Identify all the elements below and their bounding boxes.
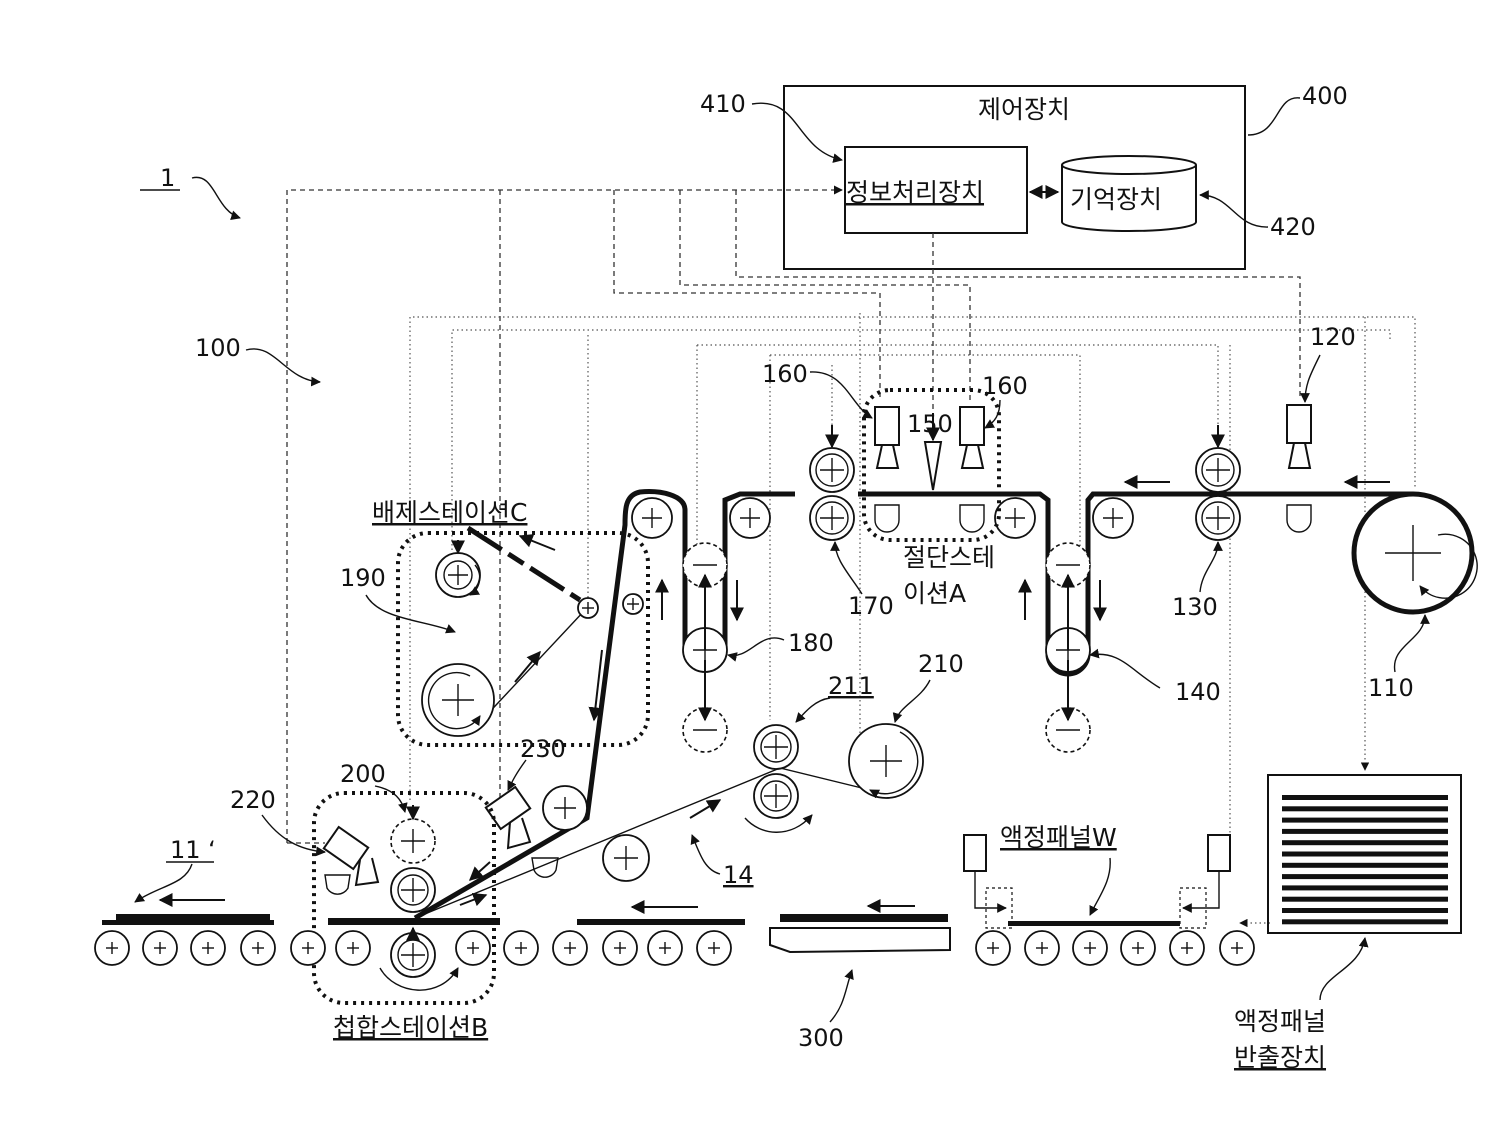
alignment-stage-300 bbox=[770, 906, 950, 952]
label-180: 180 bbox=[788, 629, 834, 657]
leader-300 bbox=[830, 970, 852, 1022]
label-300: 300 bbox=[798, 1024, 844, 1052]
leader-11-prime bbox=[135, 864, 192, 902]
leader-170 bbox=[835, 542, 862, 594]
finished-panel-11 bbox=[116, 914, 270, 921]
stacked-panel bbox=[1282, 806, 1448, 811]
stacked-panel bbox=[1282, 897, 1448, 902]
leader-230 bbox=[508, 760, 526, 790]
label-160-left: 160 bbox=[762, 360, 808, 388]
take-up-roll-210 bbox=[849, 724, 923, 798]
leader-14 bbox=[692, 835, 720, 874]
stacked-panel bbox=[1282, 840, 1448, 845]
camera-160-left-icon bbox=[875, 407, 899, 532]
leader-410 bbox=[752, 103, 842, 160]
lcd-panel-label: 액정패널W bbox=[1000, 823, 1117, 852]
leader-420 bbox=[1200, 195, 1268, 227]
leader-400 bbox=[1248, 98, 1300, 135]
stacked-panel bbox=[1282, 874, 1448, 879]
storage-label: 기억장치 bbox=[1070, 185, 1162, 214]
leader-211 bbox=[796, 698, 830, 722]
panel-on-conveyor bbox=[577, 919, 745, 925]
panel-unloader-label-1: 액정패널 bbox=[1234, 1007, 1326, 1036]
cutting-station-label-2: 이션A bbox=[903, 579, 966, 608]
label-211: 211 bbox=[828, 672, 874, 700]
leader-200 bbox=[375, 786, 405, 812]
stacked-panel bbox=[1282, 795, 1448, 800]
reject-rollers-190 bbox=[422, 540, 494, 736]
label-100: 100 bbox=[195, 334, 241, 362]
label-190: 190 bbox=[340, 564, 386, 592]
reject-station-label: 배제스테이션C bbox=[372, 498, 527, 527]
feed-roller-pair-130 bbox=[1196, 425, 1240, 540]
label-system-1: 1 bbox=[160, 164, 175, 192]
label-170: 170 bbox=[848, 592, 894, 620]
feed-roller-pair-170 bbox=[810, 425, 854, 540]
stacked-panel bbox=[1282, 852, 1448, 857]
camera-220-icon bbox=[324, 827, 378, 894]
stacked-panel bbox=[1282, 919, 1448, 924]
dancer-roller-180 bbox=[683, 543, 727, 752]
leader-130 bbox=[1200, 542, 1218, 592]
stacked-panel bbox=[1282, 908, 1448, 913]
camera-120-icon bbox=[1287, 405, 1311, 532]
panel-stack bbox=[1282, 795, 1448, 924]
bonding-station-label: 첩합스테이션B bbox=[333, 1013, 488, 1042]
stacked-panel bbox=[1282, 863, 1448, 868]
stacked-panel bbox=[1282, 829, 1448, 834]
leader-210 bbox=[895, 680, 930, 722]
conveyor-rollers bbox=[95, 931, 1254, 965]
control-device-label: 제어장치 bbox=[978, 95, 1070, 124]
label-160-right: 160 bbox=[982, 372, 1028, 400]
leader-140 bbox=[1090, 654, 1160, 688]
label-140: 140 bbox=[1175, 678, 1221, 706]
label-200: 200 bbox=[340, 760, 386, 788]
lcd-panel-w bbox=[1008, 921, 1180, 926]
label-220: 220 bbox=[230, 786, 276, 814]
label-11-prime: 11 ‘ bbox=[170, 836, 216, 864]
raw-film-roll-110 bbox=[1354, 494, 1477, 612]
label-14: 14 bbox=[723, 861, 754, 889]
stacked-panel bbox=[1282, 818, 1448, 823]
label-420: 420 bbox=[1270, 213, 1316, 241]
label-210: 210 bbox=[918, 650, 964, 678]
leader-120 bbox=[1305, 355, 1320, 402]
cutting-station-label-1: 절단스테 bbox=[903, 543, 995, 572]
label-230: 230 bbox=[520, 735, 566, 763]
panel-unloader-label-2: 반출장치 bbox=[1234, 1043, 1326, 1072]
leader-1 bbox=[192, 177, 240, 218]
leader-100 bbox=[246, 349, 320, 382]
camera-160-right-icon bbox=[960, 407, 984, 532]
label-150: 150 bbox=[907, 410, 953, 438]
stacked-panel bbox=[1282, 885, 1448, 890]
finished-panel-base bbox=[102, 920, 274, 925]
label-110: 110 bbox=[1368, 674, 1414, 702]
leader-180 bbox=[728, 638, 784, 656]
leader-110 bbox=[1395, 615, 1425, 672]
label-120: 120 bbox=[1310, 323, 1356, 351]
info-processor-label: 정보처리장치 bbox=[846, 178, 984, 207]
leader-lcd-panel bbox=[1090, 858, 1110, 915]
label-410: 410 bbox=[700, 90, 746, 118]
dancer-roller-140 bbox=[1046, 543, 1090, 752]
leader-unloader bbox=[1320, 938, 1365, 1000]
label-400: 400 bbox=[1302, 82, 1348, 110]
label-130: 130 bbox=[1172, 593, 1218, 621]
